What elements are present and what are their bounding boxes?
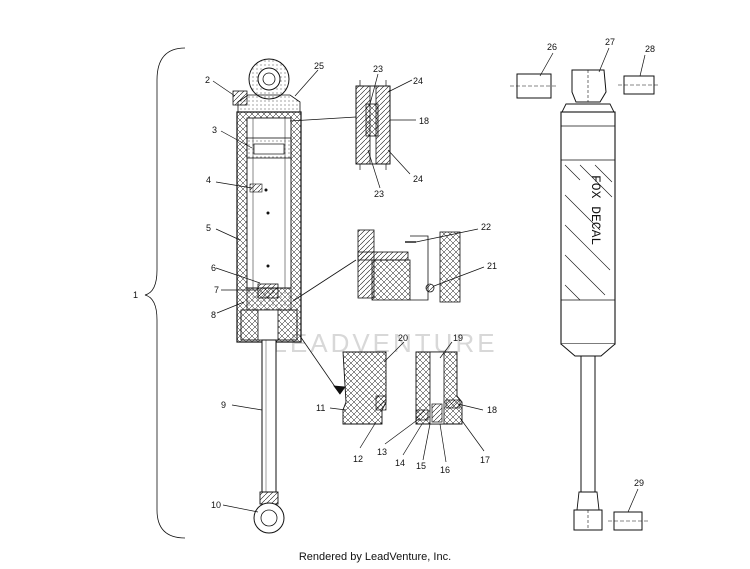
callout-1: 1	[133, 290, 138, 300]
callout-12: 12	[353, 454, 363, 464]
callout-24-bottom: 24	[413, 174, 423, 184]
detail-piston-seal	[357, 229, 461, 303]
detail-seal-head-exploded	[342, 351, 463, 425]
detail-leader-lines	[289, 116, 357, 395]
callout-27: 27	[605, 37, 615, 47]
footer-credit: Rendered by LeadVenture, Inc.	[298, 551, 452, 563]
detail-seal-upper	[355, 80, 391, 170]
callout-23-top: 23	[373, 64, 383, 74]
callout-24-top: 24	[413, 76, 423, 86]
callout-23-bottom: 23	[374, 189, 384, 199]
callout-18-top: 18	[419, 116, 429, 126]
callout-6: 6	[211, 263, 216, 273]
assembly-brace	[144, 47, 186, 539]
shock-exterior-view: FOX DECAL	[560, 69, 616, 531]
callout-5: 5	[206, 223, 211, 233]
decal-label: FOX DECAL	[588, 175, 603, 245]
callout-15: 15	[416, 461, 426, 471]
callout-16: 16	[440, 465, 450, 475]
callout-20: 20	[398, 333, 408, 343]
callout-9: 9	[221, 400, 226, 410]
callout-7: 7	[214, 285, 219, 295]
callout-3: 3	[212, 125, 217, 135]
callout-leaders	[212, 47, 646, 513]
callout-21: 21	[487, 261, 497, 271]
callout-2: 2	[205, 75, 210, 85]
loose-bushings	[510, 73, 660, 531]
callout-26: 26	[547, 42, 557, 52]
callout-11: 11	[316, 403, 325, 413]
callout-28: 28	[645, 44, 655, 54]
callout-8: 8	[211, 310, 216, 320]
callout-labels: 1 2 3 4 5 6 7 8 9 10 11 12 13 14 15 16 1…	[133, 37, 655, 510]
callout-19: 19	[453, 333, 463, 343]
callout-18-bottom: 18	[487, 405, 497, 415]
callout-14: 14	[395, 458, 405, 468]
callout-29: 29	[634, 478, 644, 488]
callout-13: 13	[377, 447, 387, 457]
shock-cutaway-view	[232, 58, 302, 534]
callout-25: 25	[314, 61, 324, 71]
callout-17: 17	[480, 455, 490, 465]
callout-10: 10	[211, 500, 221, 510]
callout-4: 4	[206, 175, 211, 185]
callout-22: 22	[481, 222, 491, 232]
